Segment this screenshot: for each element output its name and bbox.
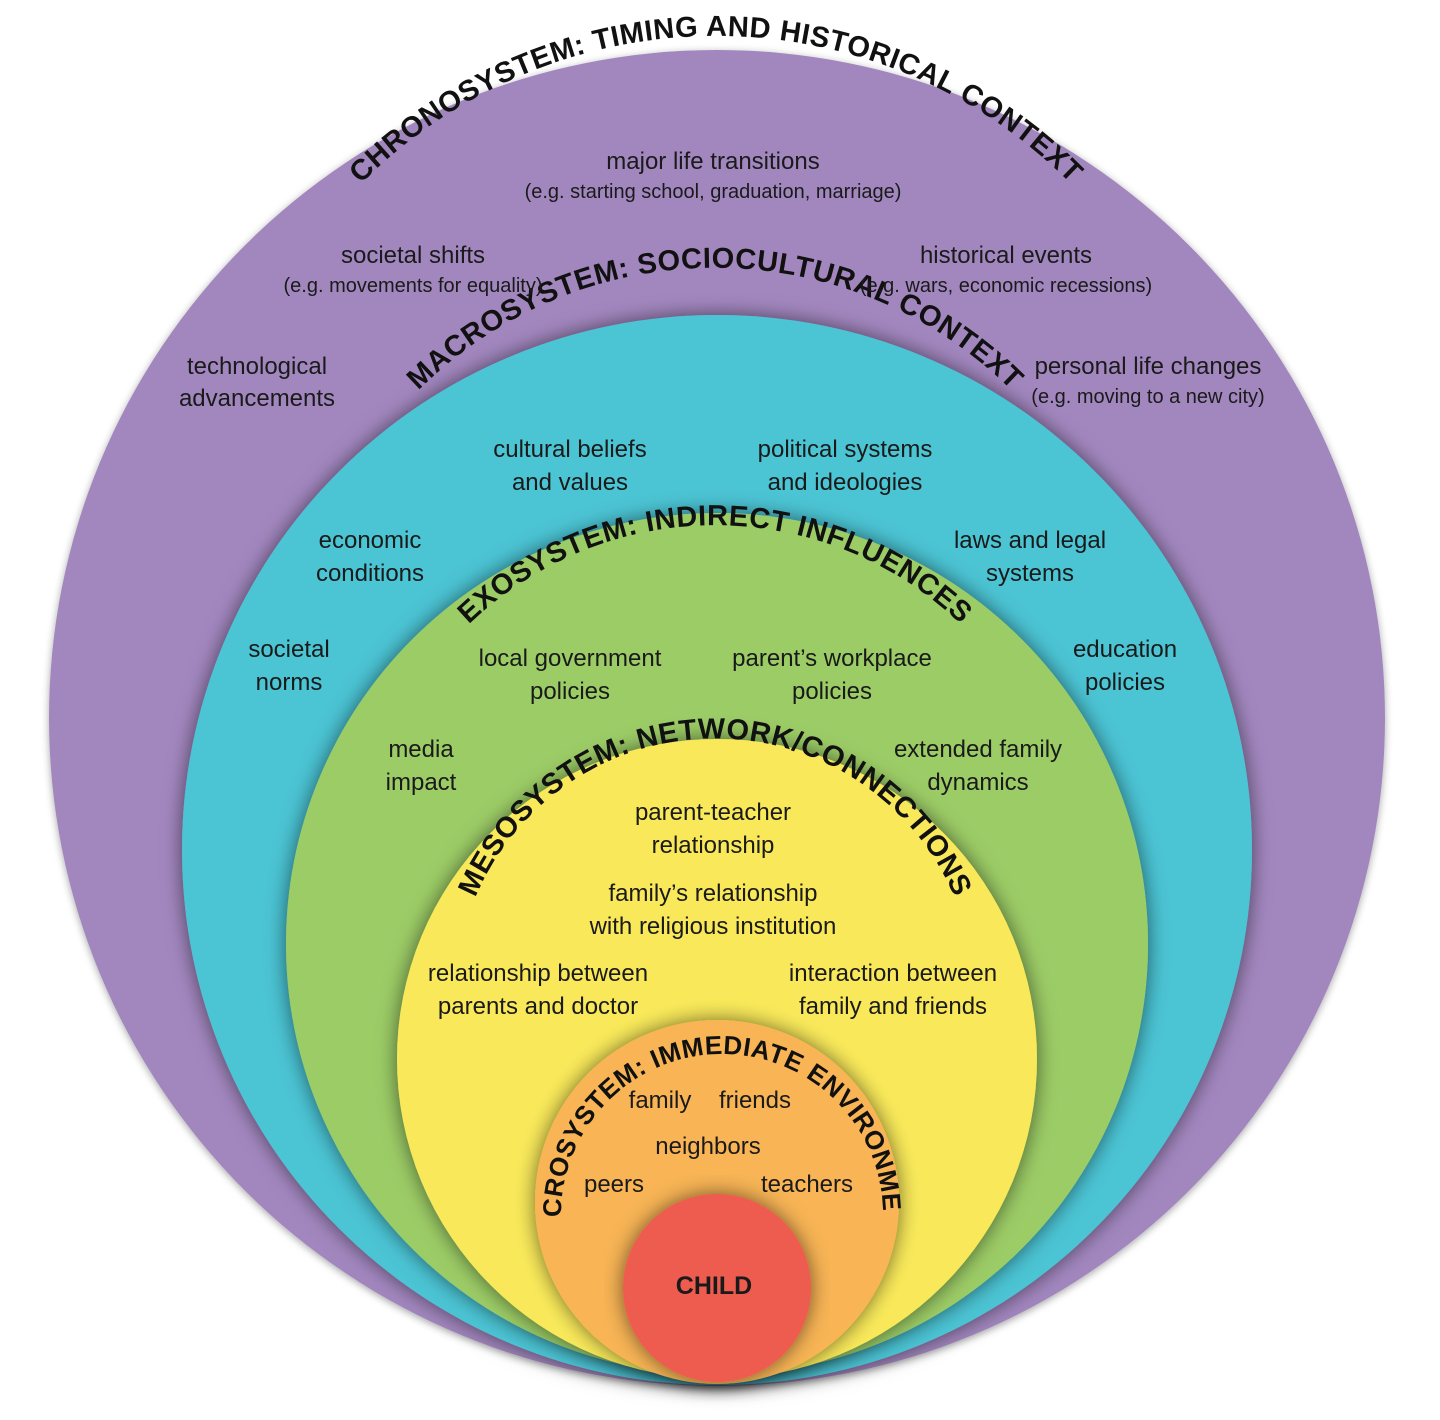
macro-item-laws-line2: systems bbox=[986, 560, 1074, 587]
meso-item-religious-institution-line2: with religious institution bbox=[589, 913, 837, 940]
macro-item-societal-norms-line2: norms bbox=[256, 669, 323, 696]
exo-item-local-government-line1: local government bbox=[479, 645, 662, 672]
chrono-item-major-life-transitions-example: (e.g. starting school, graduation, marri… bbox=[525, 181, 902, 203]
child-circle bbox=[623, 1194, 811, 1382]
macro-item-education-policies-line1: education bbox=[1073, 636, 1177, 663]
chrono-item-historical-events: historical events bbox=[920, 242, 1092, 269]
macro-item-political-systems-line1: political systems bbox=[758, 436, 933, 463]
exosystem-items: local government policies parent’s workp… bbox=[386, 645, 1062, 796]
macro-item-economic-conditions-line1: economic bbox=[319, 527, 422, 554]
meso-item-parents-doctor-line2: parents and doctor bbox=[438, 993, 638, 1020]
exo-item-parents-workplace-line2: policies bbox=[792, 678, 872, 705]
macrosystem-items: cultural beliefs and values political sy… bbox=[248, 436, 1177, 696]
exo-item-local-government-line2: policies bbox=[530, 678, 610, 705]
meso-item-family-friends-line1: interaction between bbox=[789, 960, 997, 987]
macro-item-societal-norms-line1: societal bbox=[248, 636, 329, 663]
chrono-item-personal-life-changes: personal life changes bbox=[1035, 353, 1262, 380]
chrono-item-societal-shifts-example: (e.g. movements for equality) bbox=[284, 275, 543, 297]
chrono-item-technological-advancements-line2: advancements bbox=[179, 385, 335, 412]
meso-item-religious-institution-line1: family’s relationship bbox=[609, 880, 818, 907]
macro-item-cultural-beliefs-line2: and values bbox=[512, 469, 628, 496]
macro-item-political-systems-line2: and ideologies bbox=[768, 469, 923, 496]
meso-item-parents-doctor-line1: relationship between bbox=[428, 960, 648, 987]
micro-item-friends: friends bbox=[719, 1087, 791, 1114]
chrono-item-technological-advancements-line1: technological bbox=[187, 353, 327, 380]
child-label: CHILD bbox=[676, 1272, 752, 1300]
macro-item-education-policies-line2: policies bbox=[1085, 669, 1165, 696]
meso-item-parent-teacher-line1: parent-teacher bbox=[635, 799, 791, 826]
exo-item-media-impact-line2: impact bbox=[386, 769, 457, 796]
meso-item-parent-teacher-line2: relationship bbox=[652, 832, 775, 859]
chronosystem-items: major life transitions (e.g. starting sc… bbox=[179, 148, 1265, 412]
exo-item-media-impact-line1: media bbox=[388, 736, 454, 763]
chrono-item-societal-shifts: societal shifts bbox=[341, 242, 485, 269]
micro-item-family: family bbox=[629, 1087, 692, 1114]
exo-item-extended-family-line2: dynamics bbox=[927, 769, 1028, 796]
chrono-item-historical-events-example: (e.g. wars, economic recessions) bbox=[860, 275, 1152, 297]
mesosystem-items: parent-teacher relationship family’s rel… bbox=[428, 799, 997, 1020]
macro-item-cultural-beliefs-line1: cultural beliefs bbox=[493, 436, 646, 463]
microsystem-items: family friends neighbors peers teachers bbox=[584, 1087, 853, 1198]
macro-item-economic-conditions-line2: conditions bbox=[316, 560, 424, 587]
meso-item-family-friends-line2: family and friends bbox=[799, 993, 987, 1020]
micro-item-peers: peers bbox=[584, 1171, 644, 1198]
micro-item-teachers: teachers bbox=[761, 1171, 853, 1198]
chrono-item-major-life-transitions: major life transitions bbox=[606, 148, 819, 175]
micro-item-neighbors: neighbors bbox=[655, 1133, 760, 1160]
macro-item-laws-line1: laws and legal bbox=[954, 527, 1106, 554]
chrono-item-personal-life-changes-example: (e.g. moving to a new city) bbox=[1031, 386, 1264, 408]
exo-item-parents-workplace-line1: parent’s workplace bbox=[732, 645, 932, 672]
exo-item-extended-family-line1: extended family bbox=[894, 736, 1062, 763]
